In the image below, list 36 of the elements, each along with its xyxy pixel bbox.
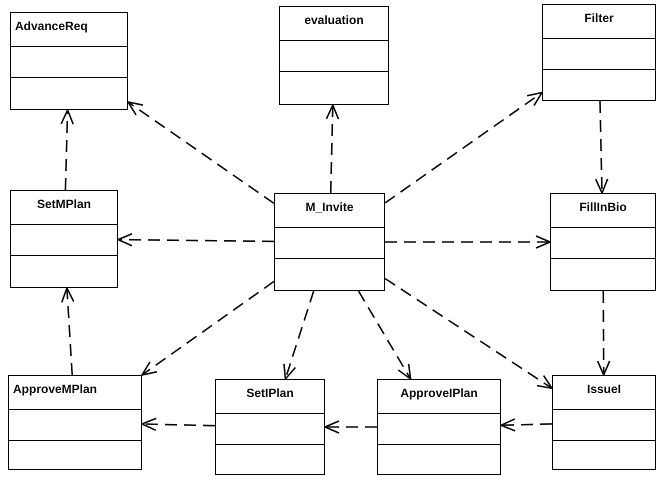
class-name: AdvanceReq (15, 19, 88, 33)
dependency-arrow (384, 278, 553, 390)
class-box (10, 12, 128, 110)
dependency-arrow (283, 290, 314, 380)
class-name: SetIPlan (246, 386, 294, 400)
dependency-arrow (127, 101, 274, 204)
class-box (542, 4, 656, 101)
dependency-arrow (324, 420, 377, 434)
class-name: FillInBio (579, 200, 627, 214)
dependency-arrow (384, 92, 543, 204)
class-name: Filter (584, 11, 614, 25)
class-name: IssueI (586, 382, 622, 396)
class-box (10, 190, 118, 288)
class-box (8, 375, 142, 470)
dependency-arrow (594, 100, 608, 194)
class-box (215, 379, 325, 475)
dependency-arrow (500, 418, 552, 432)
class-name: ApproveMPlan (13, 382, 98, 396)
dependency-arrow (596, 291, 610, 376)
class-box (279, 6, 389, 105)
class-box (550, 193, 656, 291)
dependency-arrow (141, 418, 216, 432)
dependency-arrow (117, 232, 274, 247)
class-name: evaluation (304, 13, 364, 27)
dependency-arrow (326, 104, 340, 194)
dependency-arrow (60, 109, 74, 190)
class-box (552, 375, 656, 470)
dependency-arrow (358, 290, 412, 380)
class-name: ApproveIPlan (400, 386, 478, 400)
class-name: M_Invite (305, 200, 354, 214)
class-box (377, 379, 501, 475)
class-name: SetMPlan (36, 197, 91, 211)
class-box (274, 193, 385, 291)
dependency-arrow (60, 287, 75, 376)
dependency-arrow (141, 280, 274, 376)
dependency-arrow (385, 235, 551, 249)
